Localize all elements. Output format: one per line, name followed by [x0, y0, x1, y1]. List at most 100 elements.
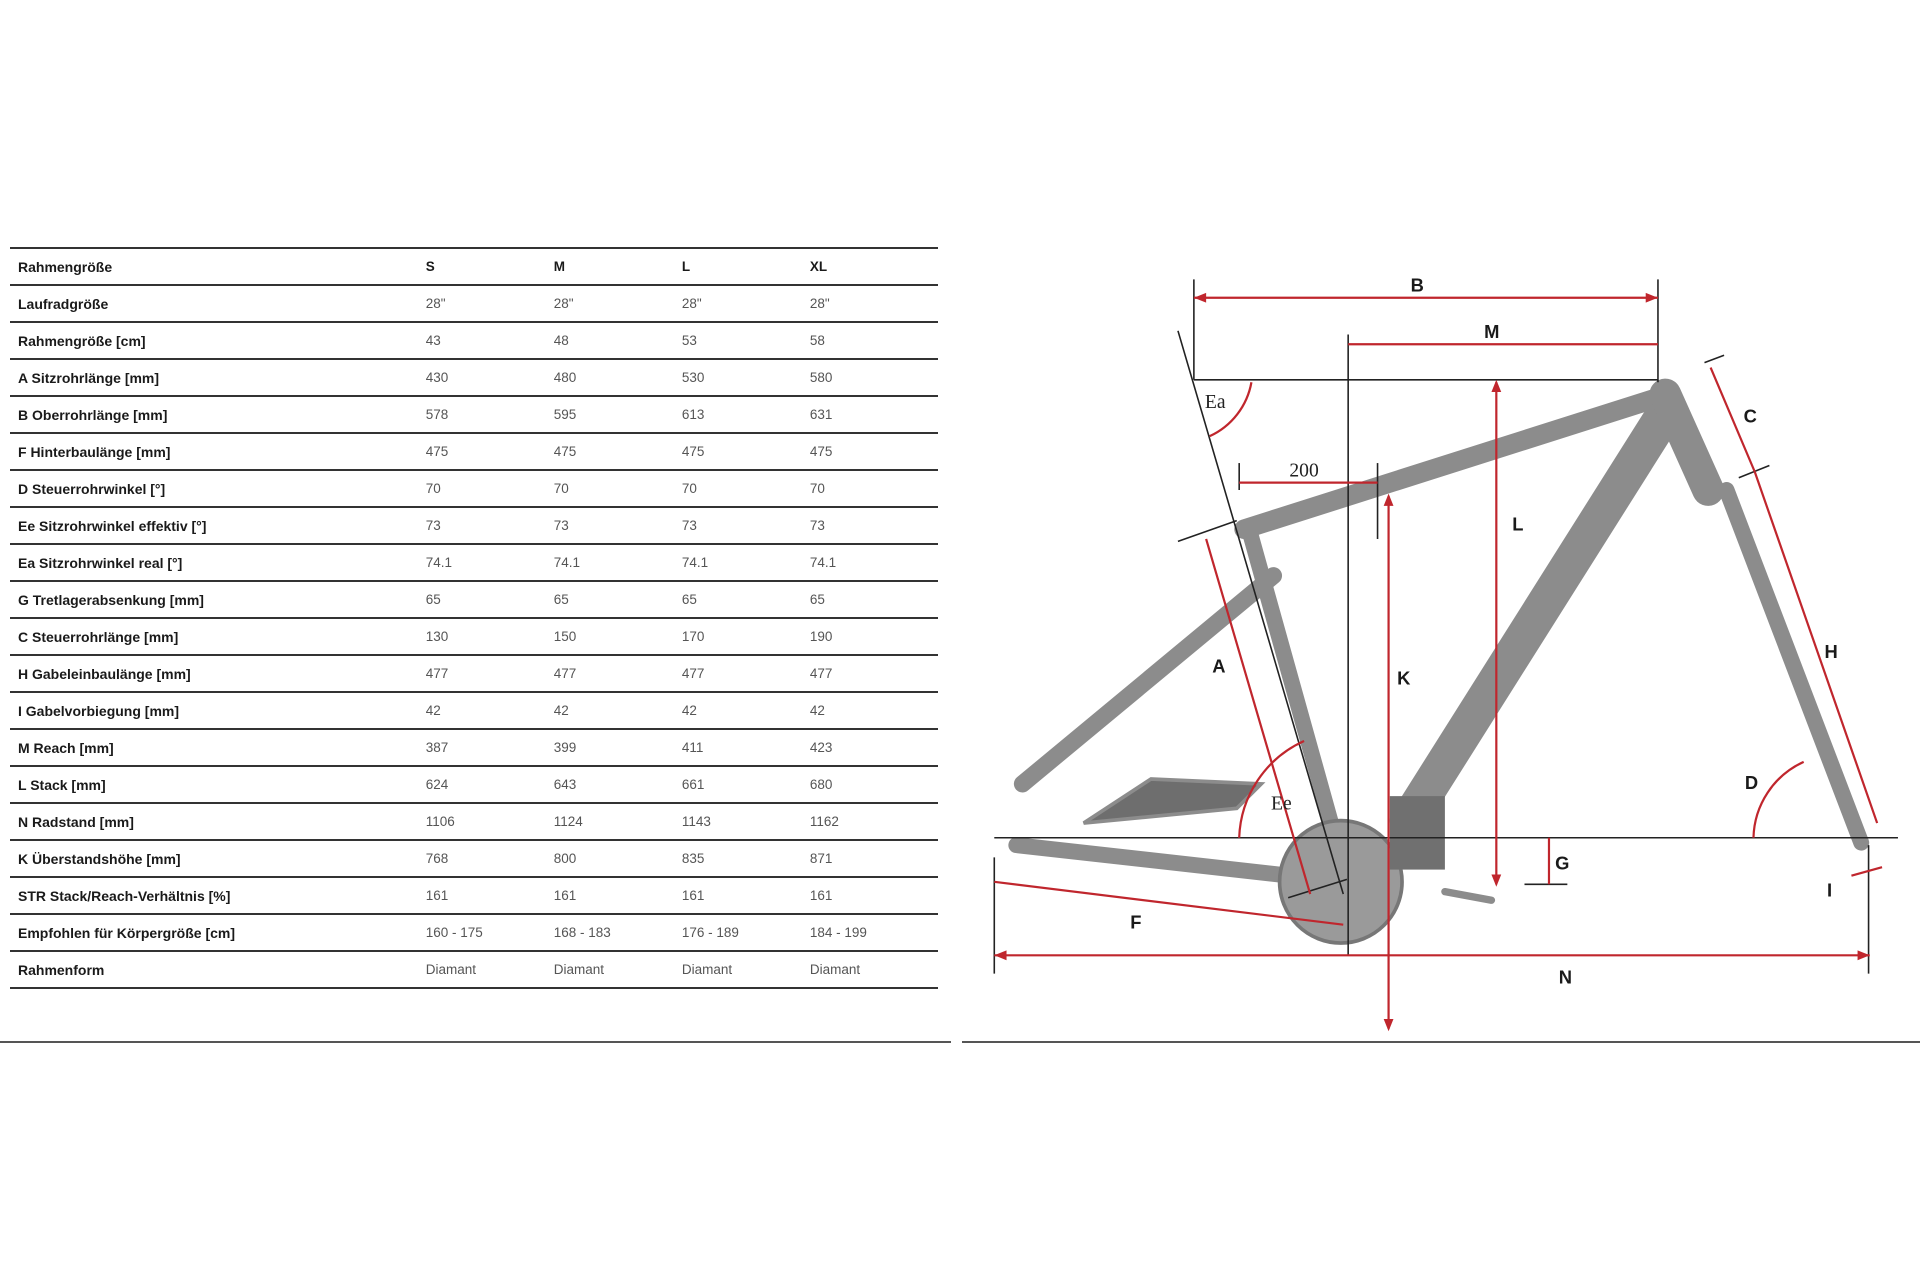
seat-stay [1013, 567, 1283, 793]
cell-value: 631 [809, 396, 938, 434]
motor [1389, 796, 1445, 870]
row-label: Rahmengröße [cm] [10, 322, 426, 360]
cell-value: 161 [681, 877, 810, 915]
cell-value: 65 [809, 581, 938, 619]
row-label: D Steuerrohrwinkel [°] [10, 470, 426, 508]
cell-value: 70 [809, 470, 938, 508]
cell-value: 580 [809, 359, 938, 397]
row-label: F Hinterbaulänge [mm] [10, 433, 426, 471]
divider-left [0, 1041, 951, 1043]
cell-value: 168 - 183 [553, 914, 682, 952]
cell-value: 399 [553, 729, 682, 767]
construction-lines [993, 279, 1898, 974]
cell-value: 477 [809, 655, 938, 693]
cell-value: 871 [809, 840, 938, 878]
row-label: K Überstandshöhe [mm] [10, 840, 426, 878]
row-label: Ee Sitzrohrwinkel effektiv [°] [10, 507, 426, 545]
row-label: Ea Sitzrohrwinkel real [°] [10, 544, 426, 582]
row-label: N Radstand [mm] [10, 803, 426, 841]
cell-value: 475 [681, 433, 810, 471]
label-D: D [1745, 772, 1758, 793]
crank-arm [1441, 887, 1496, 904]
cell-value: 661 [681, 766, 810, 804]
cell-value: 613 [681, 396, 810, 434]
bike-frame [1008, 378, 1870, 945]
cell-value: 42 [553, 692, 682, 730]
cell-value: Diamant [425, 951, 554, 989]
cell-value: 477 [681, 655, 810, 693]
cell-value: 190 [809, 618, 938, 656]
cell-value: 480 [553, 359, 682, 397]
cell-value: 161 [553, 877, 682, 915]
cell-value: 42 [425, 692, 554, 730]
label-K: K [1397, 668, 1411, 689]
fork [1718, 482, 1870, 851]
cell-value: 477 [553, 655, 682, 693]
cell-value: 73 [809, 507, 938, 545]
label-C: C [1744, 406, 1757, 427]
dimension-C [1709, 367, 1756, 473]
cell-value: 800 [553, 840, 682, 878]
cell-value: 74.1 [809, 544, 938, 582]
row-label: G Tretlagerabsenkung [mm] [10, 581, 426, 619]
dimension-F [994, 880, 1344, 926]
angle-arc-Ea [1209, 382, 1253, 438]
cell-value: 1106 [425, 803, 554, 841]
label-H: H [1824, 641, 1837, 662]
row-label: Laufradgröße [10, 285, 426, 323]
cell-value: 161 [809, 877, 938, 915]
row-label: L Stack [mm] [10, 766, 426, 804]
label-N: N [1559, 966, 1572, 987]
label-200: 200 [1289, 461, 1319, 482]
cell-value: 411 [681, 729, 810, 767]
dimension-I [1851, 866, 1883, 877]
size-header: S [425, 247, 554, 286]
label-I: I [1827, 880, 1832, 901]
cell-value: 680 [809, 766, 938, 804]
cell-value: 58 [809, 322, 938, 360]
head-tube [1649, 378, 1725, 506]
cell-value: 477 [425, 655, 554, 693]
cell-value: 70 [553, 470, 682, 508]
cell-value: 170 [681, 618, 810, 656]
cell-value: 768 [425, 840, 554, 878]
cell-value: 74.1 [425, 544, 554, 582]
row-label: STR Stack/Reach-Verhältnis [%] [10, 877, 426, 915]
cell-value: 48 [553, 322, 682, 360]
cell-value: 835 [681, 840, 810, 878]
cell-value: 150 [553, 618, 682, 656]
cell-value: 161 [425, 877, 554, 915]
dimension-lines [994, 296, 1883, 1029]
cell-value: 160 - 175 [425, 914, 554, 952]
label-L: L [1512, 513, 1523, 534]
cell-value: 475 [809, 433, 938, 471]
label-G: G [1555, 853, 1569, 874]
cell-value: 423 [809, 729, 938, 767]
cell-value: 28" [425, 285, 554, 323]
cell-value: 65 [553, 581, 682, 619]
dimension-A [1205, 538, 1312, 895]
down-tube [1389, 404, 1678, 839]
cell-value: 387 [425, 729, 554, 767]
cell-value: 184 - 199 [809, 914, 938, 952]
cell-value: 176 - 189 [681, 914, 810, 952]
cell-value: 624 [425, 766, 554, 804]
row-label: A Sitzrohrlänge [mm] [10, 359, 426, 397]
